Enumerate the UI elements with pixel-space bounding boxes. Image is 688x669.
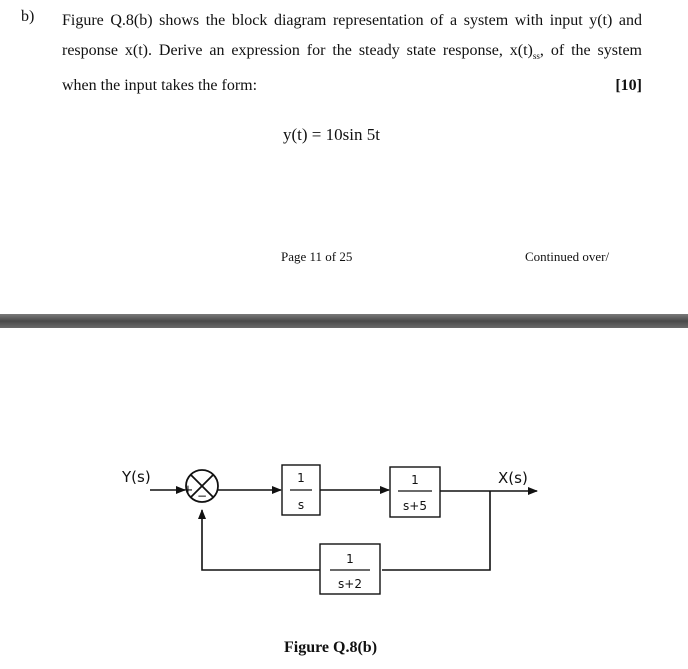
feedback-block: 1 s+2 (319, 543, 381, 595)
block2-denominator: s+5 (403, 499, 427, 513)
question-line-2: response x(t). Derive an expression for … (62, 36, 642, 71)
input-equation: y(t) = 10sin 5t (283, 125, 380, 144)
continued-note: Continued over/ (525, 249, 610, 264)
question-line-3: when the input takes the form: [10] (62, 71, 642, 101)
marks-label: [10] (615, 77, 642, 94)
feedback-path-left (198, 509, 320, 571)
block1-denominator: s (298, 498, 304, 512)
steady-state-subscript: ss (532, 51, 540, 61)
question-letter: b) (21, 8, 35, 25)
question-line-3-text: when the input takes the form: (62, 77, 258, 94)
question-line-2-text: response x(t). Derive an expression for … (62, 42, 533, 59)
page-number: Page 11 of 25 (281, 249, 353, 264)
summing-junction: + − (183, 469, 219, 503)
block-diagram: Y(s) X(s) + − 1 s 1 s+5 1 s+2 (121, 464, 538, 595)
minus-sign: − (197, 489, 207, 503)
block2-numerator: 1 (411, 473, 419, 487)
page-divider (0, 314, 688, 328)
integrator-block: 1 s (281, 464, 321, 516)
plant-block: 1 s+5 (389, 466, 441, 518)
question-line-1: Figure Q.8(b) shows the block diagram re… (62, 12, 642, 29)
feedback-denominator: s+2 (338, 577, 362, 591)
figure-caption: Figure Q.8(b) (284, 639, 378, 656)
input-label: Y(s) (121, 468, 151, 486)
question-text: Figure Q.8(b) shows the block diagram re… (62, 6, 642, 101)
feedback-numerator: 1 (346, 552, 354, 566)
block1-numerator: 1 (297, 471, 305, 485)
plus-sign: + (183, 483, 194, 498)
question-line-2-tail: , of the system (539, 42, 642, 59)
output-label: X(s) (498, 469, 528, 487)
feedback-path-right (382, 491, 491, 571)
